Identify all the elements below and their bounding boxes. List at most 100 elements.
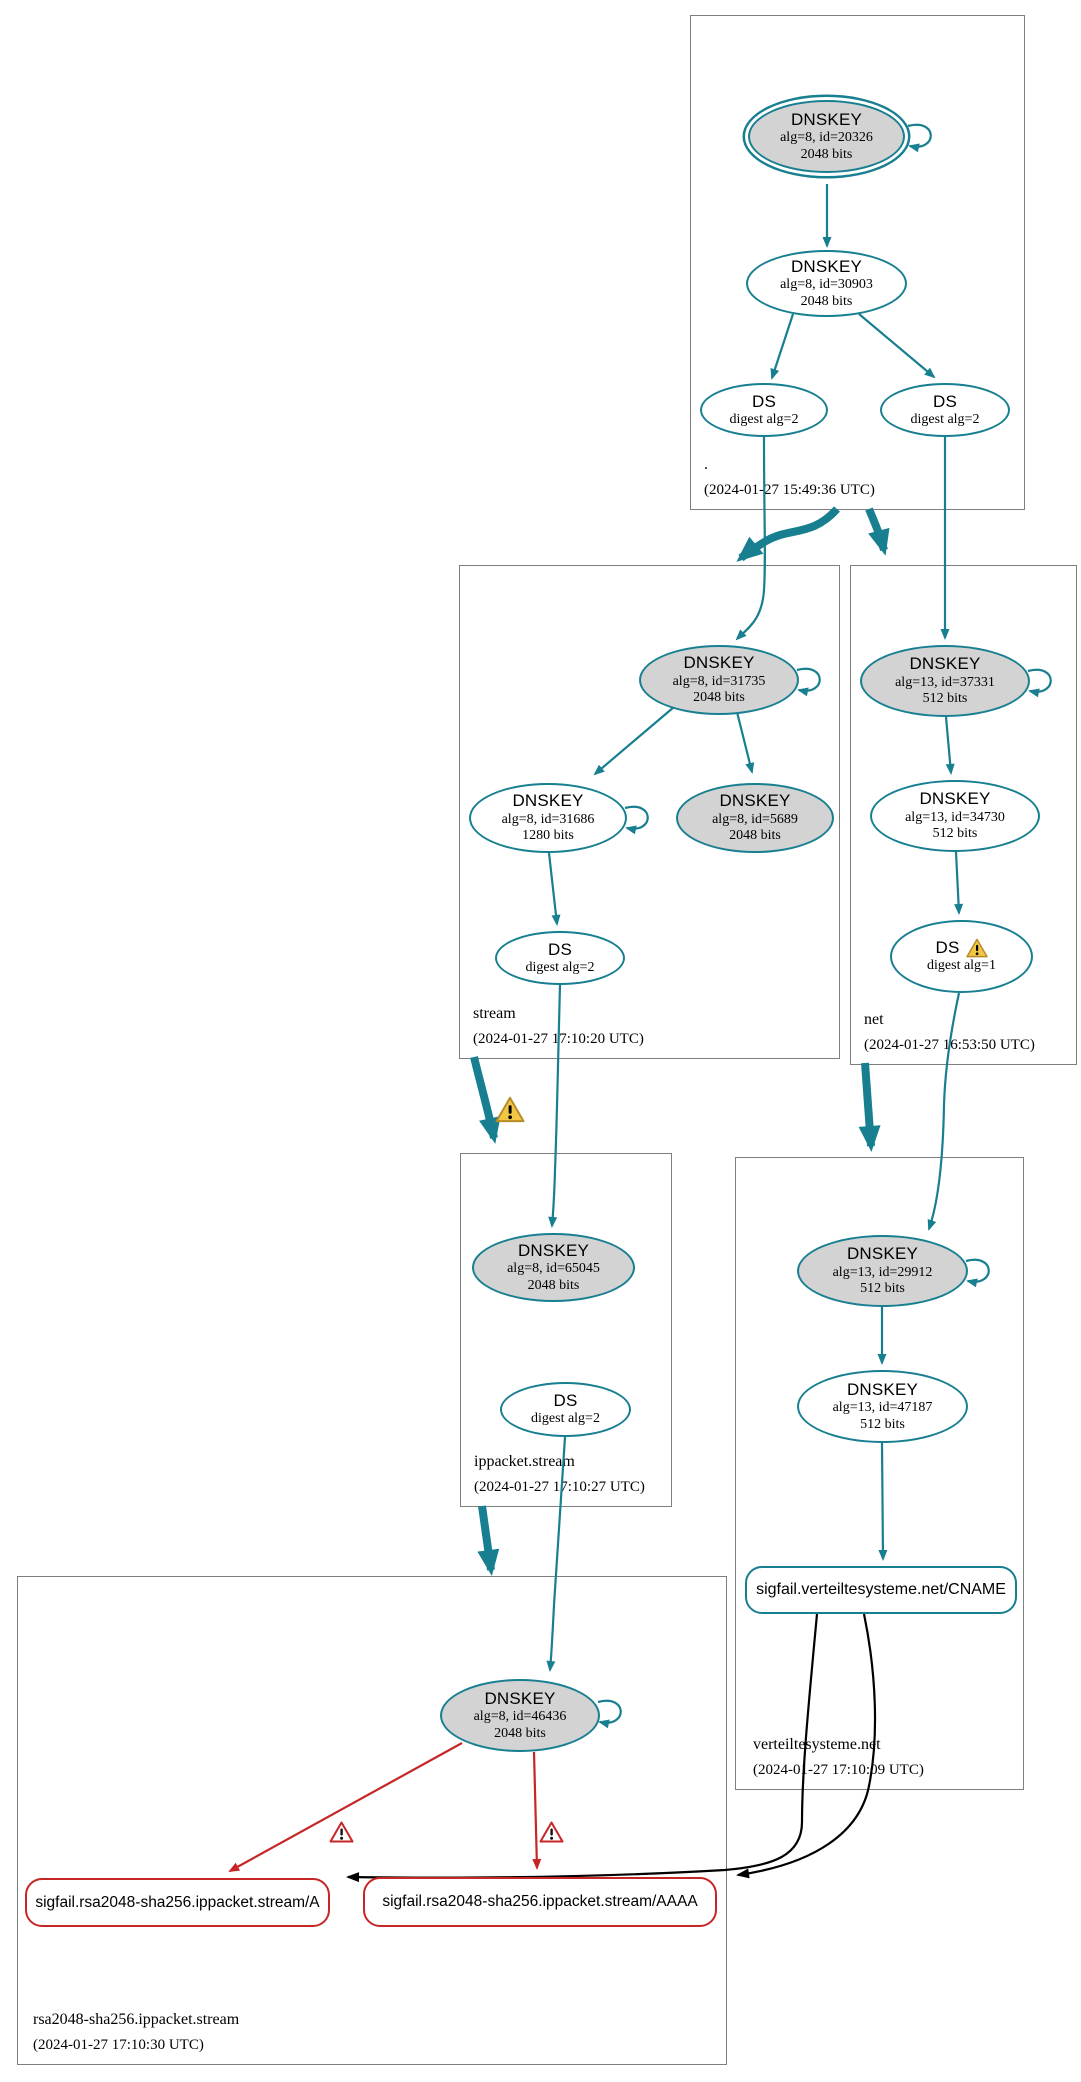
node-title: DNSKEY [919,789,991,809]
edge-stream-ksk-selfloop [796,667,821,697]
node-dnskey-31686[interactable]: DNSKEY alg=8, id=31686 1280 bits [469,783,627,853]
node-ds-root-right[interactable]: DS digest alg=2 [880,383,1010,437]
node-detail: 2048 bits [800,146,853,162]
node-dnskey-46436[interactable]: DNSKEY alg=8, id=46436 2048 bits [440,1679,600,1752]
zone-box-verteiltesysteme-net: verteiltesysteme.net (2024-01-27 17:10:0… [735,1157,1024,1790]
node-detail: 2048 bits [693,690,745,706]
node-detail: 1280 bits [522,828,574,844]
node-title: DNSKEY [846,1379,919,1399]
node-dnskey-5689[interactable]: DNSKEY alg=8, id=5689 2048 bits [676,783,834,853]
node-title: DS [932,391,958,411]
edge-root-to-stream-delegation [736,506,840,562]
node-title: DS [935,938,988,958]
zone-box-root: . (2024-01-27 15:49:36 UTC) [690,15,1025,510]
zone-timestamp: (2024-01-27 17:10:09 UTC) [753,1762,924,1778]
edge-cname-to-a-record [346,1613,819,1883]
zone-name: ippacket.stream [474,1453,575,1470]
rrset-cname-sigfail-verteiltesysteme[interactable]: sigfail.verteiltesysteme.net/CNAME [745,1566,1017,1614]
edge-rsa2048-ksk-selfloop [597,1699,622,1729]
node-dnskey-20326[interactable]: DNSKEY alg=8, id=20326 2048 bits [748,100,905,173]
edge-root-ksk-selfloop [907,123,932,153]
node-detail: alg=13, id=47187 [832,1400,933,1415]
rrset-label: sigfail.verteiltesysteme.net/CNAME [756,1581,1006,1598]
node-title: DNSKEY [512,791,584,811]
zone-timestamp: (2024-01-27 15:49:36 UTC) [704,482,875,498]
zone-box-ippacket-stream: ippacket.stream (2024-01-27 17:10:27 UTC… [460,1153,672,1507]
node-dnskey-37331[interactable]: DNSKEY alg=13, id=37331 512 bits [860,645,1030,717]
node-detail: 2048 bits [729,828,781,844]
node-ds-net[interactable]: DS digest alg=1 [890,920,1033,993]
edge-net-ksk-to-zsk [944,716,955,775]
node-detail: 2048 bits [527,1277,580,1293]
node-detail: 512 bits [860,1281,905,1297]
node-title: DNSKEY [517,1240,590,1260]
error-icon [329,1821,354,1843]
node-ds-ippacket-stream[interactable]: DS digest alg=2 [500,1382,631,1437]
node-dnskey-30903[interactable]: DNSKEY alg=8, id=30903 2048 bits [746,250,907,317]
zone-name: . [704,456,708,473]
node-ds-root-left[interactable]: DS digest alg=2 [700,383,828,437]
node-detail: digest alg=2 [729,411,799,427]
zone-name: stream [473,1005,516,1022]
edge-root-to-net-delegation [865,507,890,556]
warning-icon [965,938,988,958]
node-detail: 512 bits [860,1416,905,1432]
node-detail: digest alg=2 [525,959,595,975]
node-dnskey-31735[interactable]: DNSKEY alg=8, id=31735 2048 bits [639,645,799,715]
edge-root-ds-to-stream-ksk [735,436,766,641]
node-detail: alg=8, id=20326 [780,130,873,145]
edge-rsa2048-ksk-to-aaaa-record-bogus [532,1751,542,1870]
node-detail: 2048 bits [494,1725,546,1741]
node-detail: alg=13, id=34730 [905,809,1005,825]
edge-stream-to-ippacket-delegation [470,1056,501,1144]
edge-ippacket-to-rsa2048-delegation [477,1505,500,1576]
node-title-text: DS [935,938,960,958]
edge-stream-ksk-to-zsk [593,706,675,776]
node-dnskey-47187[interactable]: DNSKEY alg=13, id=47187 512 bits [797,1370,968,1443]
node-title: DNSKEY [846,1244,919,1264]
node-ds-stream[interactable]: DS digest alg=2 [495,931,625,985]
node-detail: alg=8, id=65045 [507,1261,600,1276]
rrset-label: sigfail.rsa2048-sha256.ippacket.stream/A… [382,1893,698,1910]
rrset-aaaa-sigfail-rsa2048[interactable]: sigfail.rsa2048-sha256.ippacket.stream/A… [363,1877,717,1927]
zone-name: net [864,1011,884,1028]
edge-net-ksk-selfloop [1027,668,1052,698]
node-title: DS [553,1391,578,1411]
edge-root-zsk-to-ds-left [770,313,795,380]
edge-stream-ksk-to-zsk2 [735,711,755,774]
error-icon [539,1821,564,1843]
zone-label-root: . (2024-01-27 15:49:36 UTC) [704,456,875,499]
node-dnskey-34730[interactable]: DNSKEY alg=13, id=34730 512 bits [870,780,1040,852]
edge-verteiltesysteme-ksk-selfloop [965,1258,990,1288]
node-detail: 2048 bits [800,293,853,309]
rrset-label: sigfail.rsa2048-sha256.ippacket.stream/A [35,1893,320,1911]
zone-box-rsa2048-sha256-ippacket-stream: rsa2048-sha256.ippacket.stream (2024-01-… [17,1576,727,2065]
edge-net-zsk-to-ds [954,851,964,915]
rrset-a-sigfail-rsa2048[interactable]: sigfail.rsa2048-sha256.ippacket.stream/A [25,1878,330,1927]
node-detail: 512 bits [932,826,978,842]
zone-label-verteiltesysteme-net: verteiltesysteme.net (2024-01-27 17:10:0… [753,1736,924,1779]
edge-net-to-verteiltesysteme-delegation [858,1062,881,1152]
warning-icon [495,1096,525,1123]
node-title: DNSKEY [683,653,755,673]
node-detail: alg=13, id=37331 [895,674,995,690]
node-detail: alg=8, id=31735 [672,673,766,689]
edge-net-ds-to-verteiltesysteme-ksk [927,992,961,1231]
edge-ippacket-ds-to-rsa2048-ksk [546,1436,567,1672]
zone-name: rsa2048-sha256.ippacket.stream [33,2011,240,2028]
node-detail: digest alg=2 [531,1411,600,1427]
node-detail: alg=13, id=29912 [832,1264,933,1280]
node-detail: alg=8, id=30903 [780,277,873,292]
node-dnskey-65045[interactable]: DNSKEY alg=8, id=65045 2048 bits [472,1233,635,1302]
node-detail: alg=8, id=31686 [501,811,595,827]
node-detail: alg=8, id=46436 [473,1709,567,1724]
edge-stream-zsk-to-ds [547,852,561,926]
node-detail: digest alg=1 [927,958,996,974]
node-dnskey-29912[interactable]: DNSKEY alg=13, id=29912 512 bits [797,1235,968,1307]
zone-label-ippacket-stream: ippacket.stream (2024-01-27 17:10:27 UTC… [474,1453,645,1496]
node-title: DNSKEY [484,1688,556,1708]
edge-stream-ds-to-ippacket-ksk [548,984,562,1228]
edge-stream-zsk-selfloop [624,805,649,835]
